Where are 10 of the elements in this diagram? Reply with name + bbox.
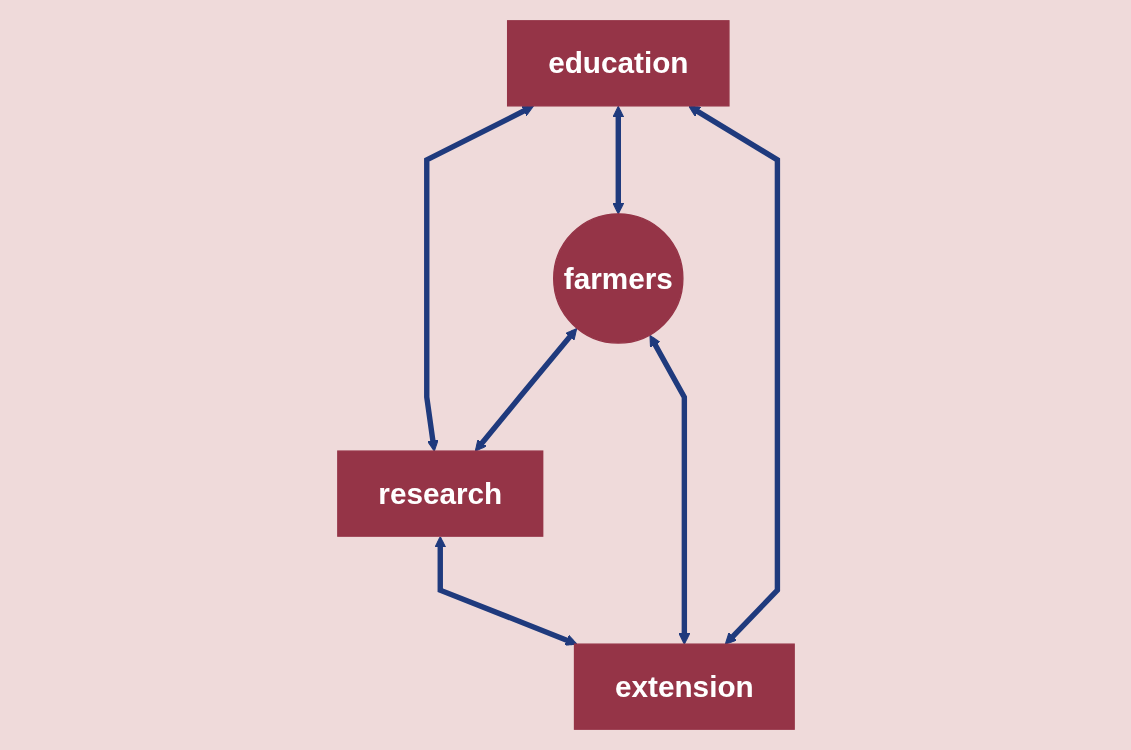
node-box: research — [336, 450, 543, 537]
arrow — [433, 536, 577, 646]
arrow — [423, 105, 534, 452]
arrow — [611, 105, 624, 215]
node-box: education — [506, 20, 730, 107]
arrow — [474, 328, 577, 452]
arrow — [687, 105, 780, 645]
node-circle: farmers — [552, 213, 684, 344]
node-box: extension — [573, 643, 795, 730]
arrow — [648, 334, 690, 645]
